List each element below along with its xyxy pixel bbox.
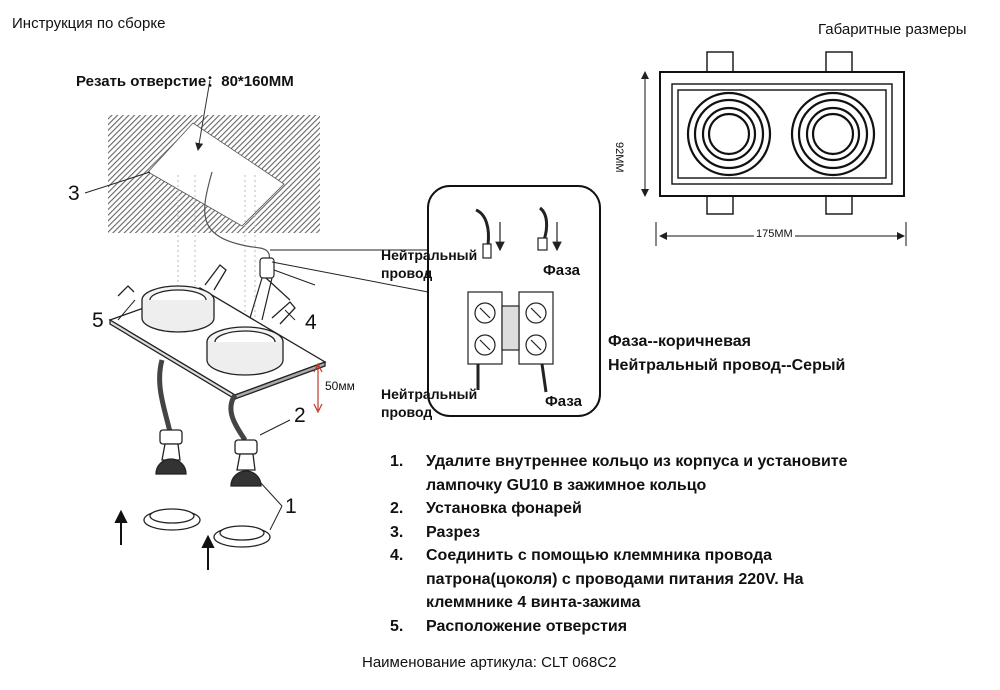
- depth-dimension: [313, 362, 323, 414]
- wiring-detail-box: [427, 185, 601, 417]
- callout-4: 4: [305, 311, 317, 334]
- lamp-holders: [155, 359, 262, 487]
- phase-label-top: Фаза: [543, 262, 580, 279]
- ceiling-panel: [84, 79, 320, 233]
- phase-label-bottom: Фаза: [545, 393, 582, 410]
- neutral-label-top: Нейтральный провод: [381, 247, 478, 281]
- cut-hole: [147, 122, 285, 227]
- retaining-rings: [143, 508, 271, 548]
- leader-lines: [117, 299, 296, 531]
- instruction-steps: 1.Удалите внутреннее кольцо из корпуса и…: [390, 453, 848, 635]
- dimension-drawing: [659, 51, 905, 215]
- height-dimension-label: 92MM: [613, 142, 625, 173]
- width-dimension-label: 175MM: [754, 228, 795, 240]
- callout-5: 5: [92, 309, 104, 332]
- cut-hole-label: Резать отверстие：80*160MM: [76, 73, 294, 90]
- callout-2: 2: [294, 404, 306, 427]
- legend-neutral: Нейтральный провод--Серый: [608, 357, 846, 374]
- article-name: Наименование артикула: CLT 068C2: [362, 654, 617, 671]
- callout-1: 1: [285, 495, 297, 518]
- dimensions-title: Габаритные размеры: [818, 21, 967, 38]
- depth-label: 50мм: [325, 379, 355, 393]
- up-arrows: [114, 509, 215, 570]
- wire-color-legend: Фаза--коричневая Нейтральный провод--Сер…: [608, 330, 845, 378]
- wiring-detail-art: [467, 206, 562, 393]
- legend-phase: Фаза--коричневая: [608, 333, 751, 350]
- page-title: Инструкция по сборке: [12, 15, 166, 32]
- terminal-block-small: [249, 249, 429, 321]
- projection-lines: [177, 175, 256, 330]
- callout-3: 3: [68, 182, 80, 205]
- fixture-frame: [108, 264, 327, 401]
- neutral-label-bottom: Нейтральный провод: [381, 386, 478, 420]
